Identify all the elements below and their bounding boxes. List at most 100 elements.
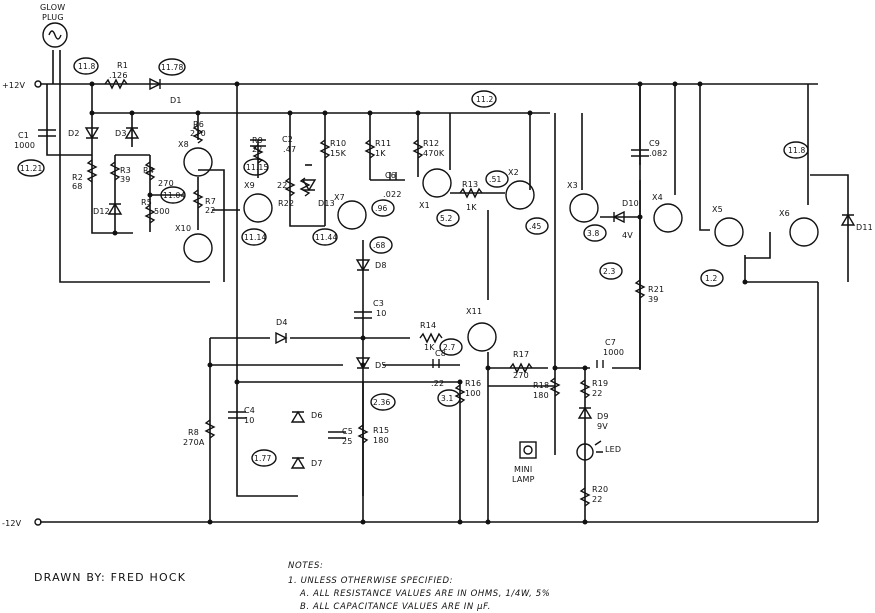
label-r12-value: 470K (423, 149, 445, 158)
label-r14: R14 (420, 321, 436, 330)
tp-voltage: 11.04 (163, 191, 185, 200)
label-c2-value: .47 (283, 145, 296, 154)
label-c5-value: 25 (342, 437, 353, 446)
label-x7: X7 (334, 193, 345, 202)
tp-voltage: .51 (489, 175, 502, 184)
label-r20: R20 (592, 485, 608, 494)
label-x10: X10 (175, 224, 191, 233)
tp-voltage: .45 (529, 222, 542, 231)
diode-symbols (84, 77, 856, 469)
label-r16: R16 (465, 379, 481, 388)
label-x8: X8 (178, 140, 189, 149)
label-c3: C3 (373, 299, 384, 308)
label-r12: R12 (423, 139, 439, 148)
label-c7-value: 1000 (603, 348, 624, 357)
label-mini-lamp-1: MINI (514, 465, 532, 474)
resistor-symbols (86, 78, 646, 507)
label-c1: C1 (18, 131, 29, 140)
label-c8-value: .22 (431, 379, 444, 388)
note-1: 1. UNLESS OTHERWISE SPECIFIED: (288, 576, 453, 586)
tp-voltage: .68 (373, 241, 386, 250)
label-c4: C4 (244, 406, 255, 415)
label-r5-value: 500 (154, 207, 170, 216)
label-r20-value: 22 (592, 495, 603, 504)
label-r1: R1 (117, 61, 128, 70)
glow-plug (42, 22, 68, 48)
label-c2: C2 (282, 135, 293, 144)
neg-rail-label: -12V (2, 519, 22, 528)
label-r13-value: 1K (466, 203, 477, 212)
label-d7: D7 (311, 459, 323, 468)
label-22: 22 (277, 181, 288, 190)
tp-voltage: 3.8 (587, 229, 600, 238)
label-x2: X2 (508, 168, 519, 177)
tp-voltage: 11.14 (244, 233, 266, 242)
wiring (40, 50, 849, 523)
label-r7: R7 (205, 197, 216, 206)
glow-plug-label-1: GLOW (40, 3, 65, 12)
label-c4-value: 10 (244, 416, 255, 425)
transistor-symbols (183, 147, 819, 352)
junction-dots (89, 81, 748, 525)
label-r15: R15 (373, 426, 389, 435)
label-r8: R8 (188, 428, 199, 437)
label-d9-value: 9V (597, 422, 608, 431)
label-r11-value: 1K (375, 149, 386, 158)
tp-voltage: 2.3 (603, 267, 616, 276)
label-r21: R21 (648, 285, 664, 294)
pos-rail-terminal (34, 80, 42, 88)
label-r3: R3 (120, 166, 131, 175)
label-r4: R4 (143, 166, 154, 175)
label-c5: C5 (342, 427, 353, 436)
label-r17: R17 (513, 350, 529, 359)
label-c1-value: 1000 (14, 141, 35, 150)
tp-voltage: 5.2 (440, 214, 453, 223)
note-b: B. ALL CAPACITANCE VALUES ARE IN µF. (300, 602, 491, 612)
tp-voltage: 1.2 (705, 274, 718, 283)
tp-voltage: 2.7 (443, 343, 456, 352)
notes-heading: NOTES: (288, 561, 323, 571)
label-d10-value: 4V (622, 231, 633, 240)
label-r10: R10 (330, 139, 346, 148)
label-d6: D6 (311, 411, 323, 420)
note-a: A. ALL RESISTANCE VALUES ARE IN OHMS, 1/… (299, 589, 550, 599)
tp-voltage: 3.1 (441, 394, 454, 403)
label-r13: R13 (462, 180, 478, 189)
label-d12: D12 (93, 207, 110, 216)
label-r11: R11 (375, 139, 391, 148)
tp-voltage: 2.36 (373, 398, 391, 407)
label-c6-value: .022 (383, 190, 402, 199)
tp-voltage: 1.77 (254, 454, 272, 463)
label-led: LED (605, 445, 621, 454)
label-x6: X6 (779, 209, 790, 218)
pos-rail-label: +12V (2, 81, 25, 90)
label-c9: C9 (649, 139, 660, 148)
label-d10: D10 (622, 199, 639, 208)
label-r1-value: .126 (109, 71, 128, 80)
label-x11: X11 (466, 307, 482, 316)
tp-voltage: 11.15 (246, 163, 268, 172)
label-r2-value: 68 (72, 182, 83, 191)
label-c3-value: 10 (376, 309, 387, 318)
label-d5: D5 (375, 361, 387, 370)
label-r10-value: 15K (330, 149, 347, 158)
label-r3-value: 39 (120, 175, 131, 184)
label-r9-value: 22 (252, 145, 263, 154)
label-r22: R22 (278, 199, 294, 208)
tp-voltage: 11.2 (476, 95, 494, 104)
label-r18: R18 (533, 381, 549, 390)
label-d13: D13 (318, 199, 335, 208)
label-r17-value: 270 (513, 371, 529, 380)
label-r8-value: 270A (183, 438, 205, 447)
label-c9-value: .082 (649, 149, 668, 158)
label-r21-value: 39 (648, 295, 659, 304)
led-symbol (576, 440, 603, 461)
label-r19-value: 22 (592, 389, 603, 398)
label-d4: D4 (276, 318, 288, 327)
mini-lamp (519, 441, 537, 459)
neg-rail-terminal (34, 518, 42, 526)
tp-voltage: 11.44 (315, 233, 337, 242)
label-d9: D9 (597, 412, 609, 421)
label-r15-value: 180 (373, 436, 389, 445)
